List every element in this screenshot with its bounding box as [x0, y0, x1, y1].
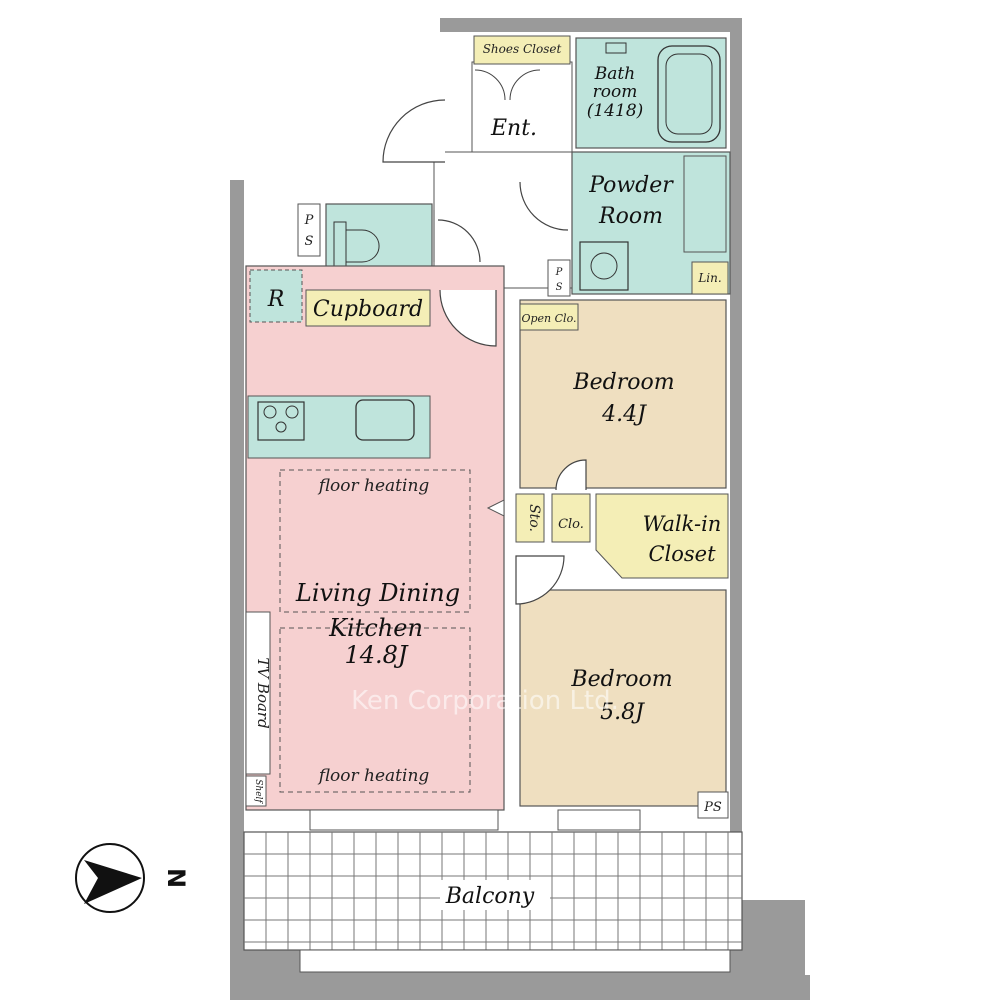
cupboard-label: Cupboard	[313, 297, 423, 322]
north-compass: N	[75, 843, 190, 913]
floor-heating-zone-1	[279, 469, 471, 613]
direction-marker-icon	[486, 499, 505, 517]
pipe-shaft-left-p: P	[304, 213, 314, 228]
washing-machine-drum-icon	[590, 252, 618, 280]
pipe-shaft-corner-label: PS	[703, 800, 722, 815]
bedroom-1-area	[519, 299, 727, 489]
corridor-door-swing-2	[519, 181, 569, 231]
balcony-label: Balcony	[445, 884, 535, 909]
entrance-label: Ent.	[490, 116, 537, 141]
floor-heating-label-2: floor heating	[317, 766, 430, 786]
balcony-right-ledge	[742, 900, 805, 975]
linen-closet-area	[691, 261, 729, 295]
stove-icon	[257, 401, 305, 441]
bathroom-label-line3: (1418)	[587, 101, 644, 121]
ldk-area	[245, 265, 505, 811]
entrance-door-swing	[382, 99, 446, 163]
floor-heating-label-1: floor heating	[317, 476, 430, 496]
bathtub-icon	[657, 45, 721, 143]
burner-3-icon	[275, 421, 287, 433]
pipe-shaft-corner	[697, 791, 729, 819]
powder-room-label-line2: Room	[598, 204, 663, 229]
ldk-label-line1: Living Dining	[295, 579, 460, 607]
shelf-label: Shelf	[253, 779, 263, 804]
shower-fixture-icon	[605, 42, 627, 54]
floor-heating-zone-2	[279, 627, 471, 793]
open-closet-label: Open Clo.	[521, 312, 576, 325]
balcony-outer-rail	[299, 949, 731, 973]
entrance-area	[382, 61, 573, 289]
shelf	[245, 775, 267, 807]
balcony-label-backing	[440, 880, 550, 910]
powder-room-label-line1: Powder	[588, 173, 674, 198]
bathroom-label-line2: room	[593, 82, 638, 102]
walkin-closet-label-line1: Walk-in	[643, 512, 722, 536]
pipe-shaft-left-s: S	[305, 234, 314, 249]
linen-closet-label: Lin.	[697, 271, 721, 285]
closet-area	[551, 493, 591, 543]
tv-board	[245, 611, 271, 775]
ldk-label-size: 14.8J	[344, 641, 408, 669]
watermark: Ken Corporation Ltd.	[351, 686, 619, 716]
ldk-label-line2: Kitchen	[328, 614, 423, 642]
bedroom-2-name: Bedroom	[570, 667, 672, 692]
bedroom-1-name: Bedroom	[572, 370, 674, 395]
refrigerator-label: R	[267, 287, 285, 312]
open-closet-area	[519, 303, 579, 331]
bedroom-2-area	[519, 589, 727, 807]
toilet-bowl-icon	[345, 229, 380, 263]
pipe-shaft-middle-p: P	[555, 267, 563, 278]
ldk-door-swing	[439, 289, 497, 347]
bathtub-inner-icon	[665, 53, 713, 135]
washing-machine-icon	[579, 241, 629, 291]
cupboard-area	[305, 289, 431, 327]
bathroom-label-line1: Bath	[594, 64, 635, 84]
bedroom-2-door-swing	[515, 555, 565, 605]
shoe-closet-door-swing	[474, 69, 541, 101]
compass-arrow-icon	[84, 860, 142, 904]
entrance-floor	[471, 61, 573, 153]
tv-board-label: TV Board	[254, 657, 272, 728]
compass-north-label: N	[162, 868, 190, 888]
shoes-closet-label: Shoes Closet	[483, 42, 562, 56]
bedroom-2-size: 5.8J	[600, 700, 645, 725]
bedroom-window	[557, 809, 641, 831]
pipe-shaft-middle-s: S	[556, 282, 563, 293]
refrigerator-area	[249, 269, 303, 323]
ldk-window	[309, 809, 499, 831]
burner-1-icon	[263, 405, 277, 419]
vanity-icon	[683, 155, 727, 253]
storage-label: Sto.	[526, 504, 542, 532]
closet-label: Clo.	[558, 517, 584, 532]
sink-icon	[355, 399, 415, 441]
bedroom-1-door-swing	[555, 459, 587, 491]
bedroom-1-size: 4.4J	[601, 402, 647, 427]
pipe-shaft-left	[297, 203, 321, 257]
corridor-door-swing-1	[437, 219, 481, 263]
walkin-closet-area	[595, 493, 729, 579]
balcony: Balcony	[243, 831, 743, 973]
kitchen-counter	[247, 395, 431, 459]
walkin-closet-label-line2: Closet	[648, 542, 716, 566]
pipe-shaft-middle	[547, 259, 571, 297]
storage-area	[515, 493, 545, 543]
burner-2-icon	[285, 405, 299, 419]
shoes-closet-area	[473, 35, 571, 65]
